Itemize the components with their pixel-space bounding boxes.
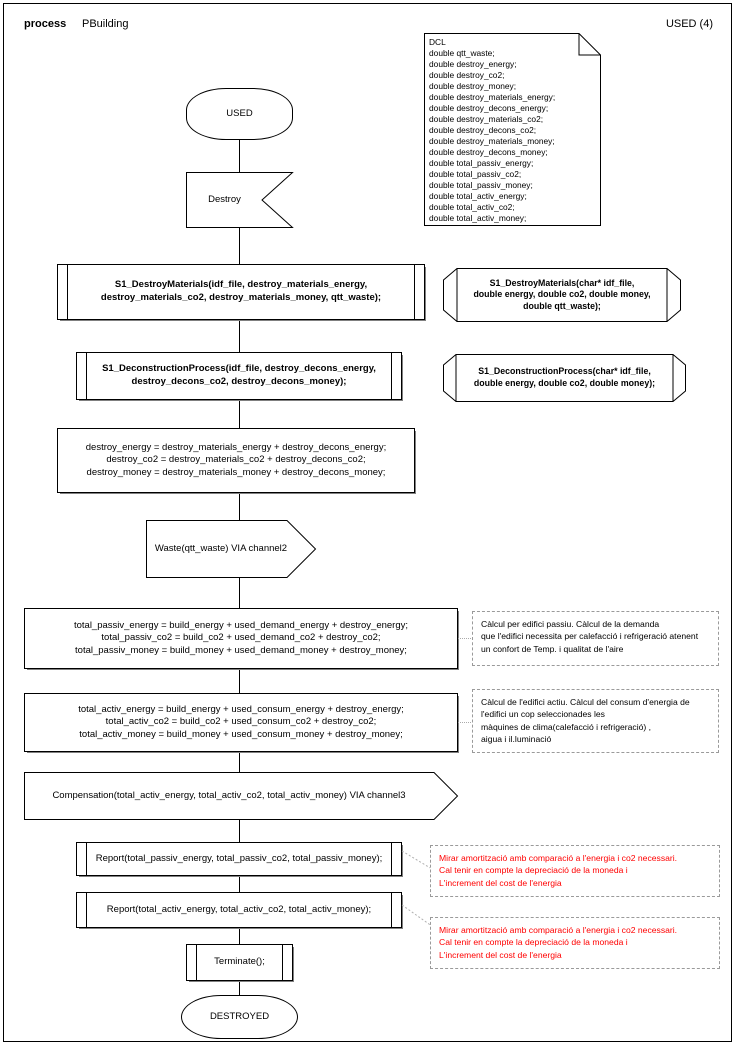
node-receive-destroy[interactable]: Destroy (186, 172, 294, 228)
connector-start-to-destroy (239, 140, 240, 172)
node-assign-total-passiv-label: total_passiv_energy = build_energy + use… (73, 619, 409, 656)
node-send-waste-label: Waste(qtt_waste) VIA channel2 (154, 542, 288, 554)
connector-waste-to-passiv (239, 578, 240, 608)
connector-report2-to-terminate (239, 928, 240, 944)
node-assign-total-passiv[interactable]: total_passiv_energy = build_energy + use… (24, 608, 458, 669)
connector-assign-to-waste (239, 493, 240, 520)
node-assign-destroy-totals-label: destroy_energy = destroy_materials_energ… (85, 441, 387, 478)
signature-octagon-shape-2 (443, 354, 686, 402)
state-label: USED (4) (665, 18, 713, 30)
connector-activ-note (458, 722, 473, 723)
node-assign-total-activ-label: total_activ_energy = build_energy + used… (78, 703, 404, 740)
connector-activ-to-compensation (239, 752, 240, 772)
node-report-activ-label: Report(total_activ_energy, total_activ_c… (106, 903, 372, 915)
node-receive-destroy-label: Destroy (208, 193, 241, 205)
node-send-compensation-label: Compensation(total_activ_energy, total_a… (52, 789, 406, 801)
node-terminate-label: Terminate(); (214, 956, 265, 968)
connector-call2-to-assign (239, 400, 240, 428)
comment-report-activ: Mirar amortització amb comparació a l'en… (430, 917, 720, 969)
page-title-keyword: process (24, 18, 67, 30)
diagram-frame (3, 3, 732, 1042)
dcl-note-shape (424, 33, 601, 231)
send-signal-shape-compensation (24, 772, 459, 820)
node-start-used[interactable]: USED (186, 88, 293, 140)
connector-report-passiv-note (401, 850, 433, 873)
connector-report-activ-note (401, 904, 437, 931)
node-terminate[interactable]: Terminate(); (186, 944, 293, 981)
connector-compensation-to-report1 (239, 820, 240, 842)
node-report-activ[interactable]: Report(total_activ_energy, total_activ_c… (76, 892, 402, 928)
connector-terminate-to-end (239, 981, 240, 995)
node-assign-destroy-totals[interactable]: destroy_energy = destroy_materials_energ… (57, 428, 415, 493)
dcl-note-text: DCL double qtt_waste; double destroy_ene… (429, 37, 556, 223)
node-start-used-label: USED (226, 107, 253, 119)
node-call-destroy-materials[interactable]: S1_DestroyMaterials(idf_file, destroy_ma… (57, 264, 425, 320)
signature-octagon-shape (443, 268, 681, 322)
node-call-destroy-materials-label: S1_DestroyMaterials(idf_file, destroy_ma… (100, 279, 382, 303)
signature-destroy-materials: S1_DestroyMaterials(char* idf_file, doub… (443, 268, 681, 322)
receive-signal-shape (186, 172, 294, 228)
node-end-destroyed-label: DESTROYED (209, 1010, 270, 1022)
page-title-name: PBuilding (82, 18, 129, 30)
connector-report1-to-report2 (239, 876, 240, 892)
connector-call1-to-call2 (239, 320, 240, 352)
signature-deconstruction-label: S1_DeconstructionProcess(char* idf_file,… (473, 366, 656, 388)
node-report-passiv[interactable]: Report(total_passiv_energy, total_passiv… (76, 842, 402, 876)
node-report-passiv-label: Report(total_passiv_energy, total_passiv… (95, 852, 383, 864)
connector-passiv-to-activ (239, 669, 240, 693)
node-send-waste[interactable]: Waste(qtt_waste) VIA channel2 (146, 520, 317, 578)
node-send-compensation[interactable]: Compensation(total_activ_energy, total_a… (24, 772, 459, 820)
comment-report-passiv: Mirar amortització amb comparació a l'en… (430, 845, 720, 897)
connector-passiv-note (458, 638, 473, 639)
signature-deconstruction: S1_DeconstructionProcess(char* idf_file,… (443, 354, 686, 402)
node-end-destroyed[interactable]: DESTROYED (181, 995, 298, 1039)
node-call-deconstruction-label: S1_DeconstructionProcess(idf_file, destr… (102, 363, 376, 387)
send-signal-shape-waste (146, 520, 317, 578)
node-assign-total-activ[interactable]: total_activ_energy = build_energy + used… (24, 693, 458, 752)
comment-passiv: Càlcul per edifici passiu. Càlcul de la … (472, 611, 719, 666)
connector-destroy-to-call1 (239, 228, 240, 264)
node-call-deconstruction[interactable]: S1_DeconstructionProcess(idf_file, destr… (76, 352, 402, 400)
signature-destroy-materials-label: S1_DestroyMaterials(char* idf_file, doub… (473, 277, 651, 311)
comment-activ: Càlcul de l'edifici actiu. Càlcul del co… (472, 689, 719, 753)
dcl-declaration-note: DCL double qtt_waste; double destroy_ene… (424, 33, 601, 226)
